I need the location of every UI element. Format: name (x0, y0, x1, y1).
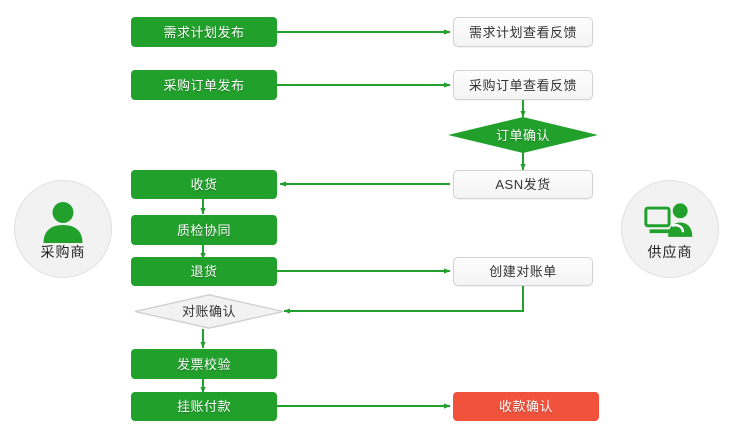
node-purchase-order-publish[interactable]: 采购订单发布 (131, 70, 277, 100)
edge-statement-to-confirm (283, 286, 524, 314)
node-demand-plan-publish[interactable]: 需求计划发布 (131, 17, 277, 47)
node-order-confirm-label: 订单确认 (495, 127, 550, 143)
person-icon (43, 201, 83, 243)
statement-confirm-shape (134, 294, 284, 329)
node-purchase-order-feedback[interactable]: 采购订单查看反馈 (453, 70, 593, 100)
node-quality-collab[interactable]: 质检协同 (131, 215, 277, 245)
node-order-confirm[interactable]: 订单确认 (448, 117, 598, 153)
node-demand-plan-feedback[interactable]: 需求计划查看反馈 (453, 17, 593, 47)
actor-supplier[interactable]: 供应商 (621, 180, 719, 278)
node-statement-confirm[interactable]: 对账确认 (134, 294, 284, 329)
node-invoice-verify[interactable]: 发票校验 (131, 349, 277, 379)
node-pending-payment[interactable]: 挂账付款 (131, 392, 277, 421)
actor-buyer-label: 采购商 (40, 243, 86, 260)
node-asn-shipment[interactable]: ASN发货 (453, 170, 593, 199)
node-statement-confirm-label: 对账确认 (181, 304, 236, 319)
order-confirm-shape (448, 117, 598, 153)
person-computer-icon (644, 202, 693, 237)
actor-supplier-label: 供应商 (647, 243, 693, 260)
actor-buyer[interactable]: 采购商 (14, 180, 112, 278)
node-return-goods[interactable]: 退货 (131, 257, 277, 286)
node-create-statement[interactable]: 创建对账单 (453, 257, 593, 286)
node-receive-goods[interactable]: 收货 (131, 170, 277, 199)
node-payment-confirm[interactable]: 收款确认 (453, 392, 599, 421)
